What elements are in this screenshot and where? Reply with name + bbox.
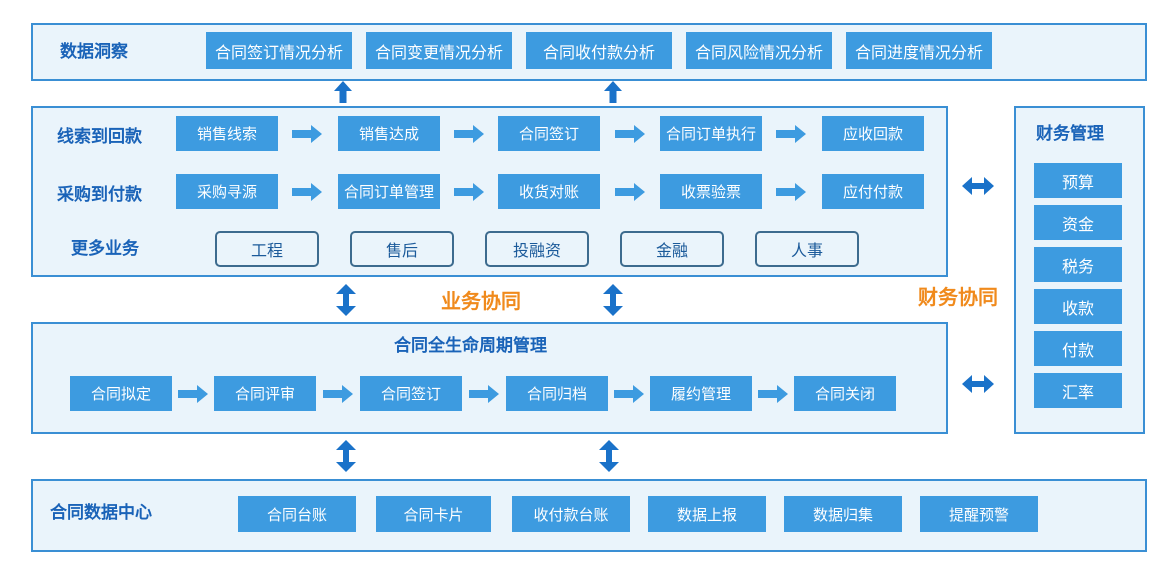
double-horizontal-arrow-icon (962, 177, 994, 195)
right-arrow-icon (178, 385, 208, 403)
flow-step[interactable]: 合同订单管理 (338, 174, 440, 209)
more-business-item[interactable]: 金融 (620, 231, 724, 267)
datacenter-item[interactable]: 收付款台账 (512, 496, 630, 532)
datacenter-item[interactable]: 数据上报 (648, 496, 766, 532)
more-business-item[interactable]: 工程 (215, 231, 319, 267)
lifecycle-step[interactable]: 合同拟定 (70, 376, 172, 411)
right-arrow-icon (292, 125, 322, 143)
double-horizontal-arrow-icon (962, 375, 994, 393)
flow-step[interactable]: 销售线索 (176, 116, 278, 151)
lifecycle-step[interactable]: 合同评审 (214, 376, 316, 411)
insight-item[interactable]: 合同进度情况分析 (846, 32, 992, 69)
double-vertical-arrow-icon (336, 284, 356, 316)
double-vertical-arrow-icon (603, 284, 623, 316)
more-business-item[interactable]: 投融资 (485, 231, 589, 267)
lifecycle-title: 合同全生命周期管理 (394, 336, 547, 356)
up-arrow-icon (334, 81, 352, 103)
flow-step[interactable]: 合同订单执行 (660, 116, 762, 151)
datacenter-item[interactable]: 合同卡片 (376, 496, 491, 532)
right-arrow-icon (776, 183, 806, 201)
right-arrow-icon (758, 385, 788, 403)
row-label-more-business: 更多业务 (71, 239, 139, 259)
insight-item[interactable]: 合同签订情况分析 (206, 32, 352, 69)
up-arrow-icon (604, 81, 622, 103)
flow-step[interactable]: 收票验票 (660, 174, 762, 209)
right-arrow-icon (454, 125, 484, 143)
right-arrow-icon (454, 183, 484, 201)
insight-item[interactable]: 合同收付款分析 (526, 32, 672, 69)
right-arrow-icon (614, 385, 644, 403)
right-arrow-icon (615, 183, 645, 201)
more-business-item[interactable]: 售后 (350, 231, 454, 267)
row-label-procure-to-pay: 采购到付款 (57, 185, 142, 205)
finance-title: 财务管理 (1036, 124, 1104, 144)
finance-item[interactable]: 税务 (1034, 247, 1122, 282)
datacenter-title: 合同数据中心 (50, 503, 152, 523)
finance-collab-label: 财务协同 (918, 285, 998, 309)
datacenter-item[interactable]: 提醒预警 (920, 496, 1038, 532)
right-arrow-icon (469, 385, 499, 403)
right-arrow-icon (323, 385, 353, 403)
finance-item[interactable]: 汇率 (1034, 373, 1122, 408)
double-vertical-arrow-icon (599, 440, 619, 472)
insights-title: 数据洞察 (60, 42, 128, 62)
lifecycle-step[interactable]: 合同归档 (506, 376, 608, 411)
finance-item[interactable]: 付款 (1034, 331, 1122, 366)
more-business-item[interactable]: 人事 (755, 231, 859, 267)
flow-step[interactable]: 销售达成 (338, 116, 440, 151)
flow-step[interactable]: 应收回款 (822, 116, 924, 151)
flow-step[interactable]: 应付付款 (822, 174, 924, 209)
finance-item[interactable]: 收款 (1034, 289, 1122, 324)
right-arrow-icon (292, 183, 322, 201)
lifecycle-step[interactable]: 履约管理 (650, 376, 752, 411)
flow-step[interactable]: 采购寻源 (176, 174, 278, 209)
finance-item[interactable]: 资金 (1034, 205, 1122, 240)
insight-item[interactable]: 合同风险情况分析 (686, 32, 832, 69)
right-arrow-icon (776, 125, 806, 143)
flow-step[interactable]: 收货对账 (498, 174, 600, 209)
lifecycle-step[interactable]: 合同关闭 (794, 376, 896, 411)
row-label-lead-to-cash: 线索到回款 (57, 127, 142, 147)
flow-step[interactable]: 合同签订 (498, 116, 600, 151)
finance-item[interactable]: 预算 (1034, 163, 1122, 198)
lifecycle-step[interactable]: 合同签订 (360, 376, 462, 411)
double-vertical-arrow-icon (336, 440, 356, 472)
business-collab-label: 业务协同 (441, 289, 521, 313)
datacenter-item[interactable]: 数据归集 (784, 496, 902, 532)
insight-item[interactable]: 合同变更情况分析 (366, 32, 512, 69)
right-arrow-icon (615, 125, 645, 143)
datacenter-item[interactable]: 合同台账 (238, 496, 356, 532)
